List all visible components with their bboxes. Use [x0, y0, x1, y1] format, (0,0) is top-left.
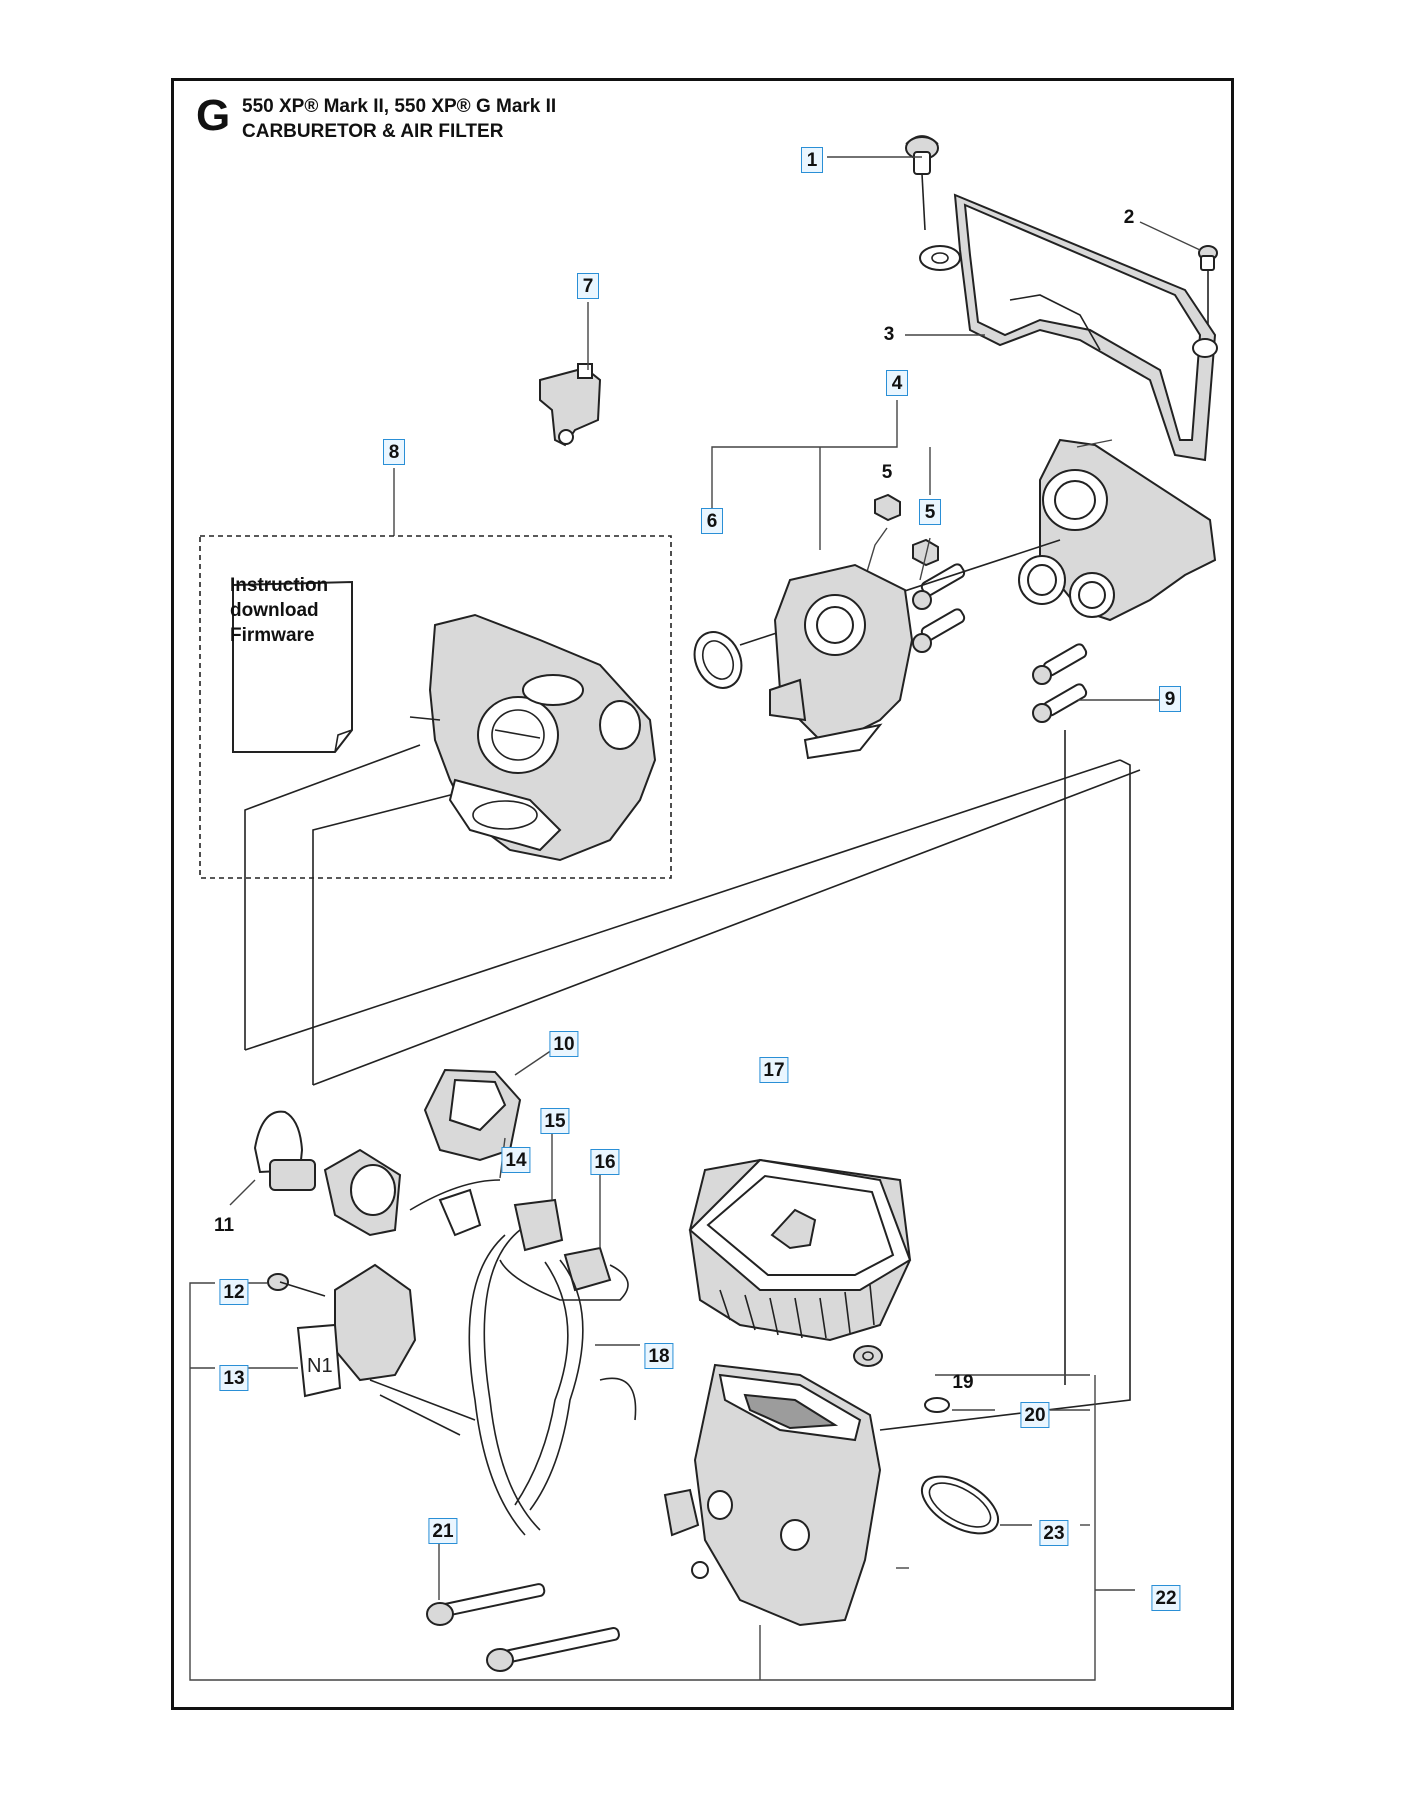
section-letter: G: [196, 91, 231, 140]
diagram-frame: [171, 78, 1234, 1710]
callout-8[interactable]: 8: [383, 439, 405, 465]
callout-7[interactable]: 7: [577, 273, 599, 299]
model-names: 550 XP® Mark II, 550 XP® G Mark II: [242, 96, 557, 117]
diagram-title: CARBURETOR & AIR FILTER: [242, 121, 504, 142]
part-4-intake-manifold: [1018, 438, 1217, 622]
callout-21[interactable]: 21: [428, 1518, 458, 1544]
part-18-fuel-hose: [468, 1229, 640, 1536]
callout-13[interactable]: 13: [219, 1365, 249, 1391]
callout-2[interactable]: 2: [1123, 207, 1135, 228]
part-12-screw: [245, 1273, 326, 1297]
callout-12[interactable]: 12: [219, 1279, 249, 1305]
part-19-nut: [853, 1345, 1090, 1376]
part-3-cover: [919, 193, 1218, 462]
svg-text:N1: N1: [307, 1355, 333, 1377]
part-16-connector: [499, 1162, 629, 1301]
part-23-gasket: [921, 1475, 1090, 1535]
note-line-2: download: [230, 600, 319, 621]
part-15-connector: [513, 1125, 564, 1252]
part-10-pump: [423, 1047, 556, 1162]
callout-23[interactable]: 23: [1039, 1520, 1069, 1546]
callout-4[interactable]: 4: [886, 370, 908, 396]
callout-5a[interactable]: 5: [881, 462, 893, 483]
part-9-bolts: [912, 563, 1088, 723]
part-8-carburetor-kit: [199, 535, 672, 879]
part-1-screw: [905, 135, 939, 231]
callout-15[interactable]: 15: [540, 1108, 570, 1134]
callout-22[interactable]: 22: [1151, 1585, 1181, 1611]
part-22-filter-housing: [663, 1363, 882, 1627]
part-13-choke-switch: N1: [245, 1263, 476, 1436]
part-11-primer-bulb: [229, 1110, 402, 1237]
part-21-bolts: [426, 1535, 620, 1672]
callout-17[interactable]: 17: [759, 1057, 789, 1083]
group-bracket-lines: [189, 1282, 1135, 1681]
callout-18[interactable]: 18: [644, 1343, 674, 1369]
callout-10[interactable]: 10: [549, 1031, 579, 1057]
callout-3[interactable]: 3: [883, 324, 895, 345]
callout-1[interactable]: 1: [801, 147, 823, 173]
part-20-washer: [924, 1397, 1090, 1413]
part-4-bracket: [769, 563, 914, 760]
firmware-note: Instruction download Firmware: [230, 573, 352, 648]
part-7-bracket: [539, 363, 602, 447]
note-line-1: Instruction: [230, 575, 329, 596]
note-line-3: Firmware: [230, 625, 315, 646]
part-5-nuts: [874, 493, 939, 567]
callout-5b[interactable]: 5: [919, 499, 941, 525]
top-leader-lines: [393, 156, 1201, 701]
callout-9[interactable]: 9: [1159, 686, 1181, 712]
callout-16[interactable]: 16: [590, 1149, 620, 1175]
assembly-leader-lines: [244, 730, 1141, 1569]
callout-19[interactable]: 19: [952, 1372, 974, 1393]
part-17-air-filter: [688, 1158, 912, 1342]
callout-11[interactable]: 11: [213, 1215, 235, 1236]
callout-20[interactable]: 20: [1020, 1402, 1050, 1428]
callout-6[interactable]: 6: [701, 508, 723, 534]
callout-14[interactable]: 14: [501, 1147, 531, 1173]
